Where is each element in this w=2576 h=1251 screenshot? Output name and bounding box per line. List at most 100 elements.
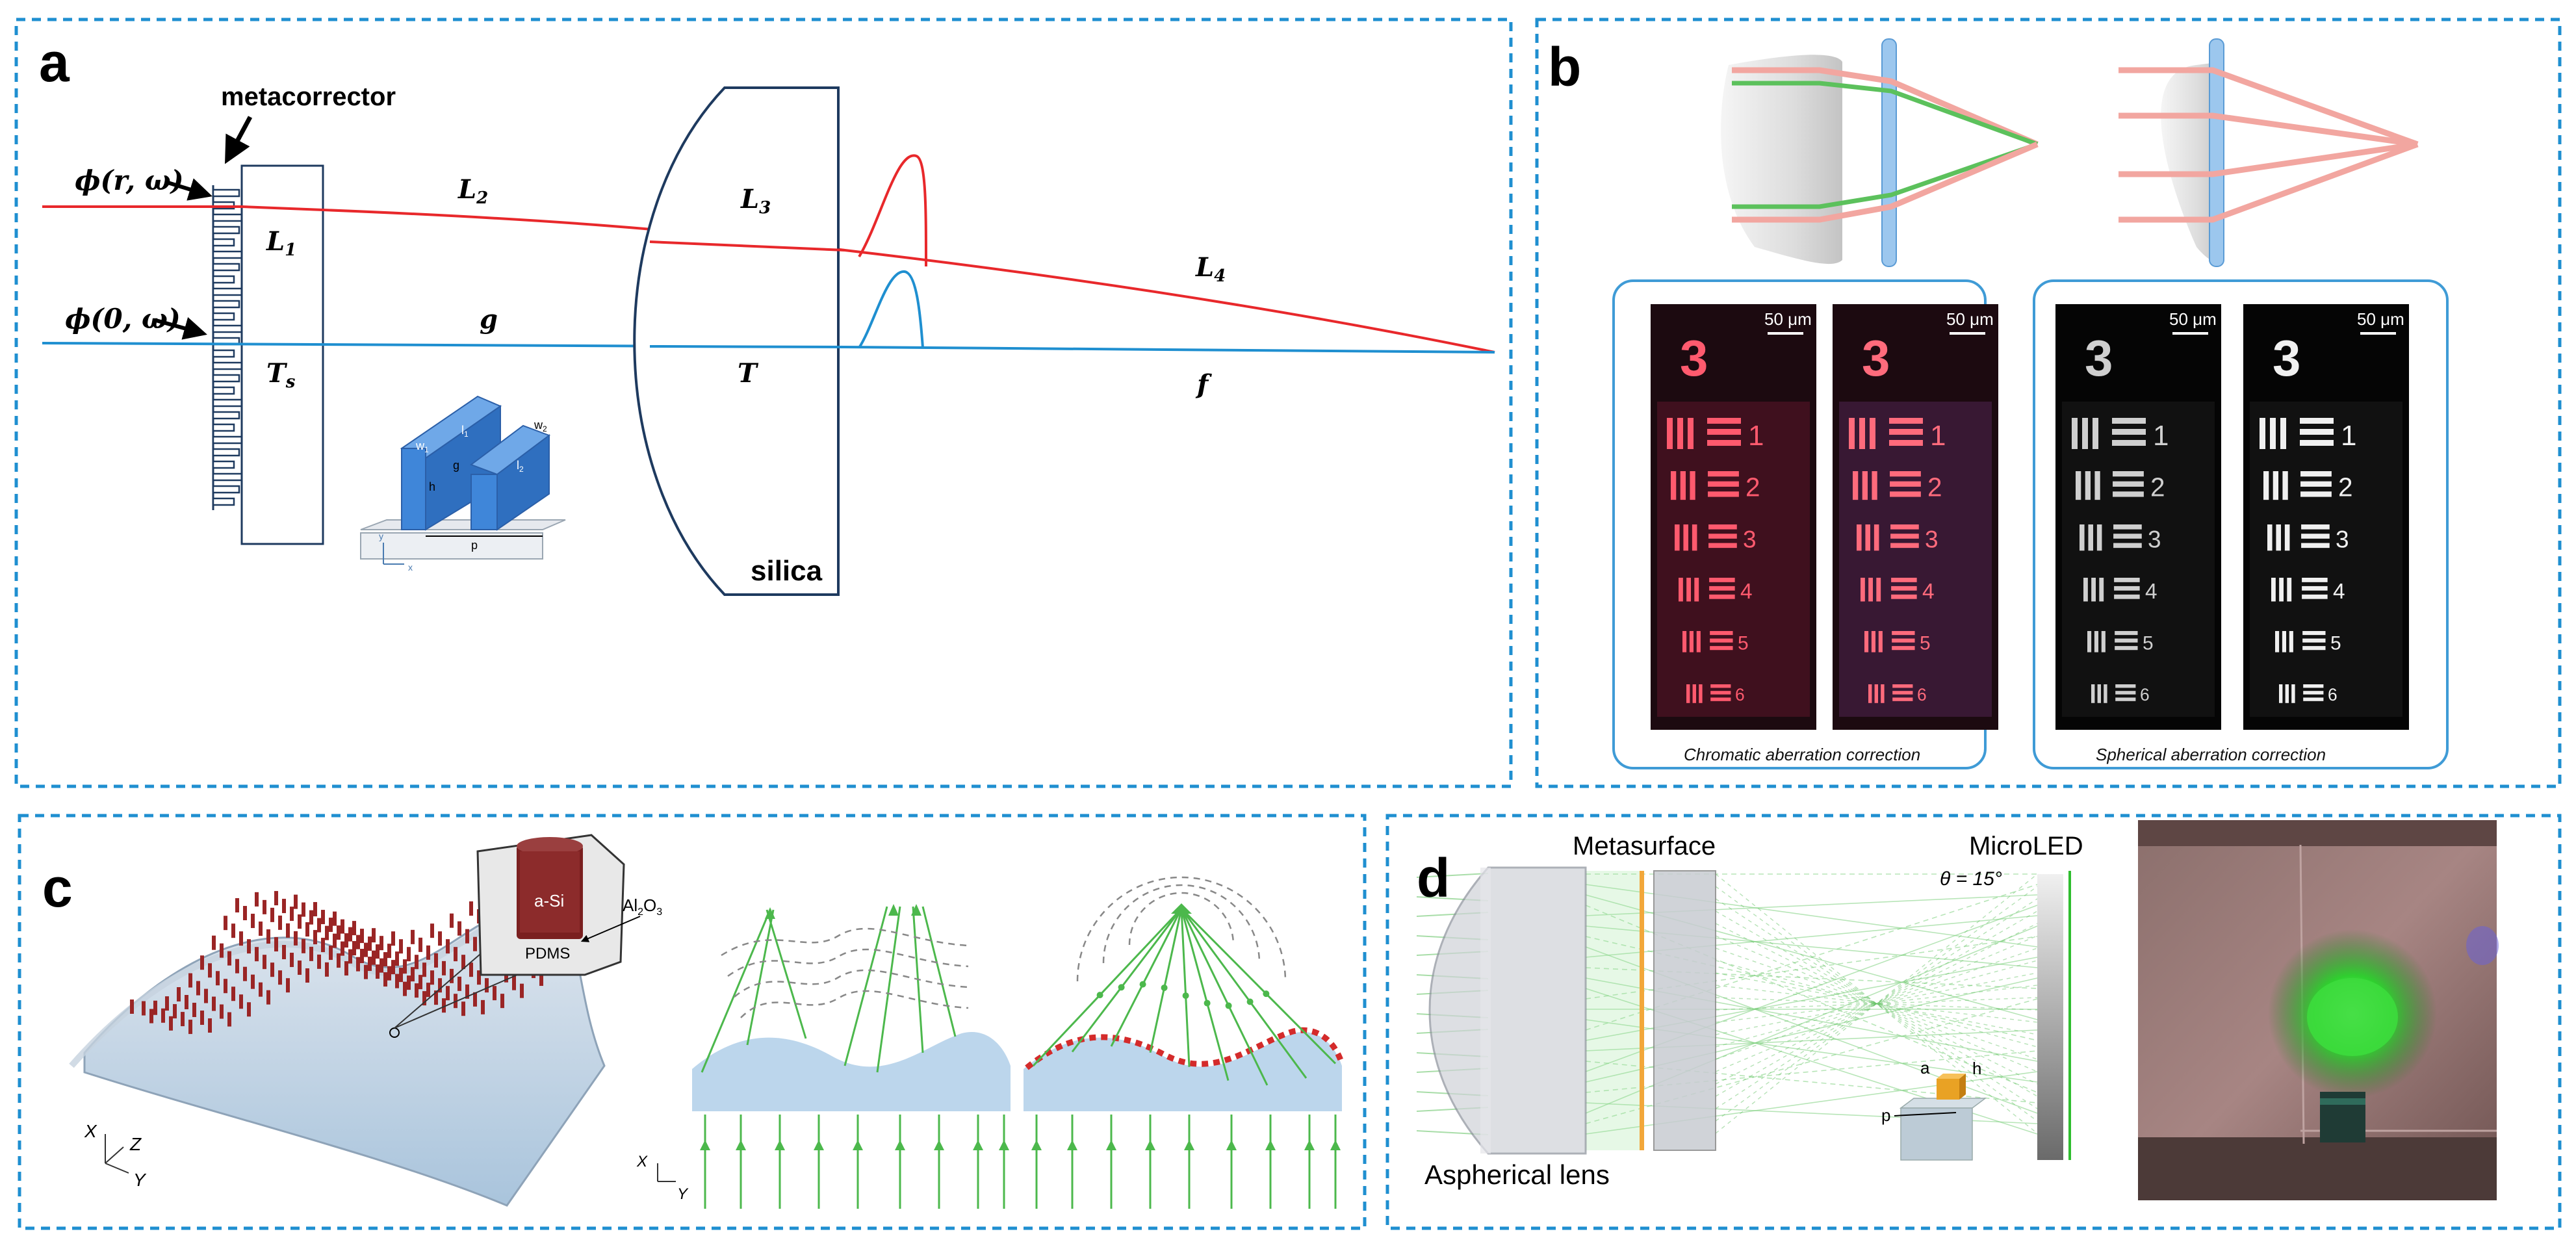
unit-cell-d: a h p: [1881, 1058, 1987, 1161]
chart-group-number: 5: [1738, 633, 1749, 654]
axis-z-c1: Z: [129, 1134, 142, 1154]
panel-c: c a-Si PDMS Al2O3 X Z Y: [18, 814, 1367, 1230]
red-pulse: [858, 154, 927, 267]
chart-group-number: 1: [1748, 420, 1764, 452]
cell-axis-y: y: [379, 531, 383, 541]
microled-bar: [2037, 874, 2063, 1160]
panel-d-letter: d: [1417, 847, 1450, 909]
t-label: T: [738, 358, 759, 389]
h-label: h: [429, 480, 435, 493]
ts-label: Ts: [266, 358, 296, 392]
chart-group-number: 4: [1922, 580, 1935, 604]
theta-label: θ = 15°: [1940, 868, 2002, 890]
chart-group-number: 2: [2150, 472, 2165, 502]
scale-bar-label: 50 μm: [1764, 309, 1812, 329]
panel-c-letter: c: [42, 857, 73, 918]
marginal-ray: [42, 205, 1495, 354]
panel-d-border: [1385, 814, 2562, 1230]
l1-cell-label: l1: [461, 424, 469, 439]
panel-a: a metacorrector ϕ(r, ω) ϕ(0, ω) L2 L1 L3…: [14, 18, 1513, 788]
chart-group-number: 3: [2148, 526, 2161, 552]
chart-group-number: 2: [2338, 472, 2353, 502]
chart-group-number: 5: [1920, 633, 1931, 654]
phi-0-arrow: [155, 316, 207, 340]
axis-y-c2: Y: [677, 1185, 689, 1203]
unit-cell-inset: w1 l1 w2 l2 g h p y x: [360, 395, 566, 573]
nanopillar-inset: a-Si PDMS Al2O3: [476, 834, 662, 976]
chart-big-number: 3: [2273, 329, 2300, 387]
corrector-plate: [240, 164, 324, 545]
chart-group-number: 6: [2328, 685, 2338, 704]
l3-label: L3: [740, 184, 771, 218]
silica-label: silica: [751, 555, 823, 587]
chromatic-uncorrected-image: 50 μm 3 1 2 3 4 5 6: [1651, 304, 1816, 730]
cell-a-label: a: [1920, 1058, 1930, 1077]
chart-group-number: 1: [2153, 420, 2169, 452]
a-si-label: a-Si: [534, 891, 564, 910]
chromatic-lens-diagram: [1721, 38, 2039, 267]
axes-c2: [657, 1163, 676, 1182]
chart-big-number: 3: [1680, 329, 1708, 387]
spherical-lens-diagram: [2119, 38, 2419, 267]
chart-group-number: 1: [2341, 420, 2356, 452]
chart-group-number: 4: [2333, 580, 2345, 604]
chart-group-number: 6: [1735, 685, 1745, 704]
metasurface-strip: [1640, 871, 1644, 1150]
panel-b-border: [1535, 18, 2562, 788]
p-label: p: [471, 539, 478, 552]
panel-d: d Metasurface MicroLED θ = 15° Aspherica…: [1385, 814, 2562, 1230]
panel-a-letter: a: [39, 32, 70, 93]
axial-ray-in-lens: [649, 345, 845, 348]
chart-group-number: 6: [1917, 685, 1927, 704]
silica-lens: [633, 86, 840, 596]
panel-a-border: [14, 18, 1513, 788]
microled-label: MicroLED: [1969, 832, 2083, 860]
chart-group-number: 5: [2143, 633, 2154, 654]
aspherical-label: Aspherical lens: [1424, 1159, 1610, 1190]
chart-group-number: 4: [1740, 580, 1753, 604]
phi-r-label: ϕ(r, ω): [75, 164, 184, 196]
cell-p-label: p: [1881, 1105, 1890, 1125]
blue-pulse: [858, 270, 924, 349]
chromatic-caption: Chromatic aberration correction: [1684, 745, 1920, 764]
l1-label: L1: [266, 226, 296, 260]
g-label: g: [480, 304, 498, 335]
l2-cell-label: l2: [517, 459, 524, 474]
phi-r-arrow: [165, 178, 213, 201]
chart-group-number: 3: [1743, 526, 1757, 552]
chart-group-number: 2: [1745, 472, 1760, 502]
chart-group-number: 3: [1925, 526, 1938, 552]
gap-label: g: [453, 459, 459, 472]
pdms-label: PDMS: [525, 945, 570, 962]
al2o3-label: Al2O3: [623, 896, 662, 918]
l4-label: L4: [1195, 252, 1226, 286]
metacorrector-comb: [212, 185, 243, 510]
w1-label: w1: [415, 439, 429, 454]
metacorrector-label: metacorrector: [221, 83, 396, 111]
w2-label: w2: [534, 419, 547, 433]
marginal-ray-in-lens: [649, 240, 845, 251]
ray-lines: [700, 876, 1341, 1209]
ray-diagram-uncorrected: [692, 1032, 1011, 1111]
cell-h-label: h: [1972, 1059, 1981, 1078]
chart-group-number: 6: [2140, 685, 2150, 704]
scale-bar-label: 50 μm: [1946, 309, 1994, 329]
microled-photo: [2138, 820, 2499, 1200]
f-label: f: [1195, 369, 1212, 400]
ray-diagram-corrected: [1024, 1027, 1345, 1111]
metasurface-label: Metasurface: [1573, 832, 1716, 860]
spherical-caption: Spherical aberration correction: [2096, 745, 2326, 764]
cell-axis-x: x: [408, 562, 413, 573]
chart-group-number: 2: [1927, 472, 1942, 502]
metacorrector-arrow: [225, 116, 253, 164]
phi-0-label: ϕ(0, ω): [65, 303, 181, 335]
panel-b-letter: b: [1548, 36, 1581, 97]
aspherical-lens: [1428, 866, 1587, 1155]
chart-group-number: 3: [2336, 526, 2349, 552]
panel-c-border: [18, 814, 1367, 1230]
